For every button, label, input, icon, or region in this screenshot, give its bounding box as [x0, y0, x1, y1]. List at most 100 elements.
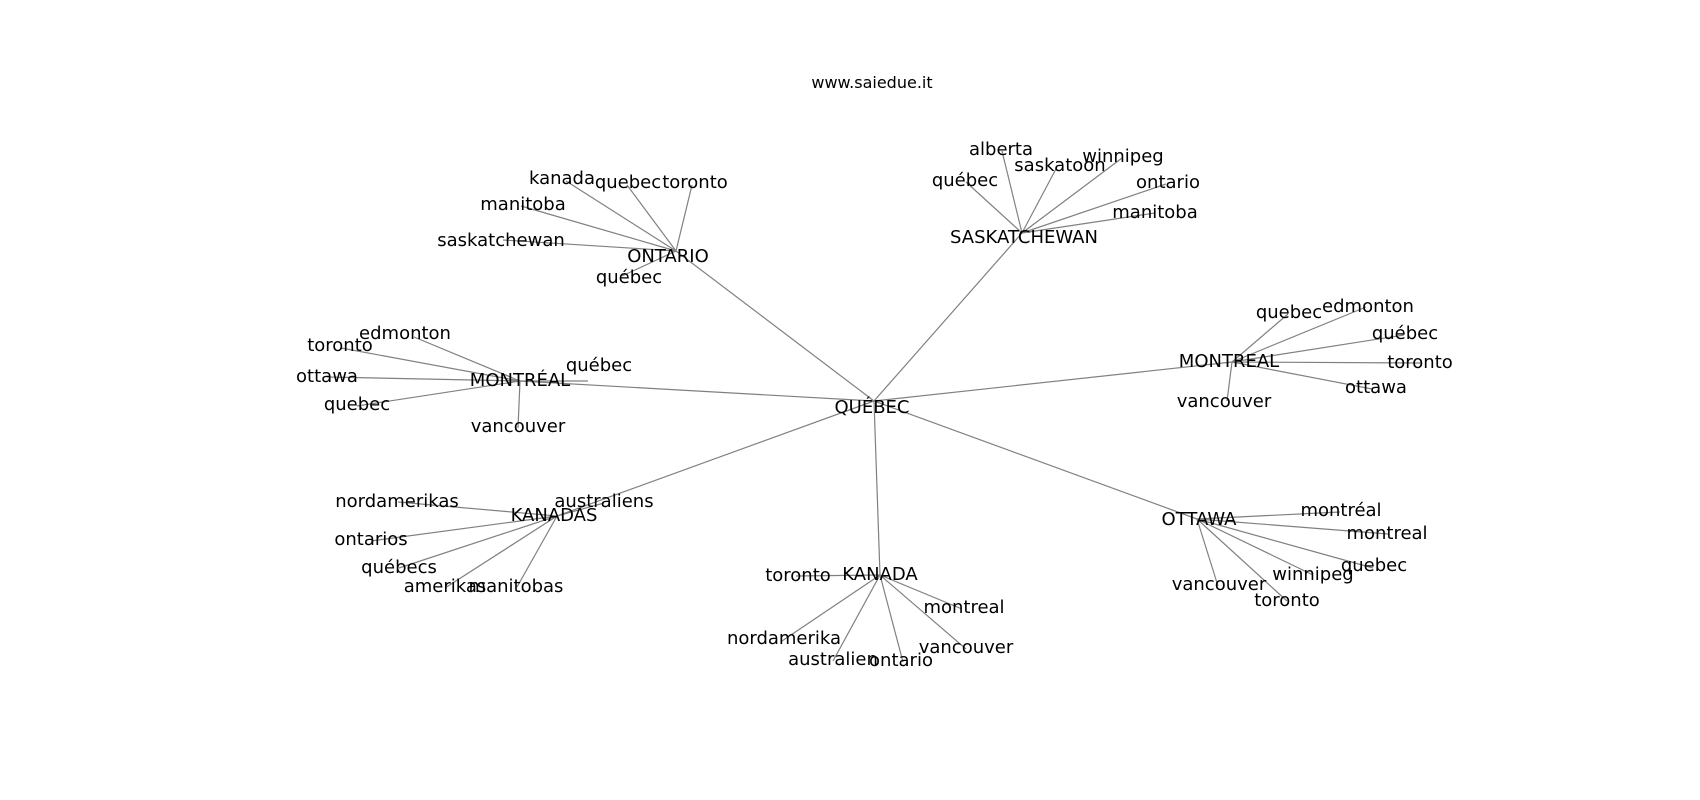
edge-montreal-leaf-0 [1231, 313, 1289, 363]
leaf-label-saskatchewan-ontario: ontario [1136, 172, 1200, 193]
edge-saskatchewan-leaf-5 [1021, 212, 1156, 234]
edge-ontario-leaf-5 [621, 250, 677, 277]
edge-center-to-montreal [873, 361, 1233, 402]
leaf-label-montreal-edmonton: edmonton [1322, 296, 1414, 317]
leaf-label-montreal-ottawa: ottawa [1345, 377, 1407, 398]
leaf-label-saskatchewan-quebec-accent: québec [932, 170, 998, 191]
edge-ottawa-leaf-3 [1196, 518, 1374, 569]
leaf-label-kanada-ontario: ontario [869, 650, 933, 671]
edge-saskatchewan-leaf-4 [1021, 183, 1167, 234]
edge-kanada-leaf-3 [879, 574, 967, 650]
edge-saskatchewan-leaf-2 [1021, 166, 1058, 234]
leaf-label-kanada-toronto: toronto [765, 565, 831, 586]
edge-montreal_accent-leaf-2 [326, 376, 521, 382]
edge-kanadas-leaf-2 [370, 515, 558, 542]
edge-kanadas-leaf-5 [516, 515, 558, 588]
leaf-label-montreal-toronto: toronto [1387, 352, 1453, 373]
leaf-label-kanadas-amerikas: amerikas [404, 576, 487, 597]
hub-label-ottawa: OTTAWA [1162, 509, 1238, 530]
leaf-label-montreal-accent-toronto: toronto [307, 335, 373, 356]
edge-ontario-leaf-3 [520, 205, 677, 252]
leaf-label-ontario-saskatchewan: saskatchewan [437, 230, 565, 251]
leaf-label-kanadas-ontarios: ontarios [334, 529, 407, 550]
leaf-label-montreal-accent-edmonton: edmonton [359, 323, 451, 344]
leaf-label-ontario-quebec: quebec [595, 172, 661, 193]
leaf-label-ottawa-quebec: quebec [1341, 555, 1407, 576]
leaf-label-saskatchewan-winnipeg: winnipeg [1082, 146, 1163, 167]
edge-ottawa-leaf-0 [1196, 511, 1341, 520]
edge-center-to-saskatchewan [873, 232, 1023, 402]
edge-montreal-leaf-2 [1231, 334, 1405, 363]
leaf-label-montreal-accent-vancouver: vancouver [471, 416, 566, 437]
edge-montreal_accent-leaf-3 [356, 380, 521, 407]
edge-saskatchewan-leaf-3 [965, 181, 1023, 234]
edge-montreal-leaf-4 [1231, 361, 1373, 390]
edge-kanadas-leaf-3 [398, 515, 558, 569]
leaf-label-ottawa-toronto: toronto [1254, 590, 1320, 611]
edge-montreal_accent-leaf-4 [517, 380, 521, 429]
edge-saskatchewan-leaf-1 [1021, 157, 1123, 234]
leaf-label-saskatchewan-alberta: alberta [969, 139, 1033, 160]
leaf-label-montreal-quebec-accent: québec [1372, 323, 1438, 344]
leaf-label-kanadas-manitobas: manitobas [469, 576, 564, 597]
edge-kanadas-leaf-1 [556, 502, 605, 517]
edge-kanada-leaf-4 [832, 574, 881, 662]
leaf-label-kanada-vancouver: vancouver [919, 637, 1014, 658]
leaf-label-ottawa-montreal-accent: montréal [1300, 500, 1381, 521]
edge-montreal-leaf-5 [1226, 361, 1233, 402]
leaf-label-ontario-quebec-accent: québec [596, 267, 662, 288]
leaf-label-kanada-montreal: montreal [923, 597, 1004, 618]
hub-label-kanada: KANADA [842, 564, 918, 585]
leaf-label-montreal-accent-quebec: quebec [324, 394, 390, 415]
edge-ontario-leaf-1 [626, 184, 677, 252]
edge-ontario-leaf-4 [502, 239, 677, 252]
leaf-label-saskatchewan-manitoba: manitoba [1112, 202, 1198, 223]
leaf-label-ontario-toronto: toronto [662, 172, 728, 193]
edge-center-to-ottawa [873, 400, 1198, 520]
edge-layer [326, 150, 1422, 663]
leaf-label-kanadas-quebecs: québecs [361, 557, 437, 578]
hub-label-montreal: MONTREAL [1179, 351, 1279, 372]
edge-ottawa-leaf-1 [1196, 518, 1389, 535]
edge-ontario-leaf-0 [565, 180, 677, 252]
edge-center-to-kanada [873, 400, 881, 576]
edge-ottawa-leaf-5 [1196, 518, 1288, 602]
edge-montreal_accent-leaf-1 [340, 347, 521, 382]
leaf-label-montreal-vancouver: vancouver [1177, 391, 1272, 412]
leaf-label-saskatchewan-saskatoon: saskatoon [1014, 155, 1105, 176]
hub-label-kanadas: KANADAS [511, 505, 598, 526]
edge-kanada-leaf-5 [879, 574, 904, 663]
leaf-label-kanada-australien: australien [788, 649, 878, 670]
leaf-label-kanadas-nordamerikas: nordamerikas [335, 491, 459, 512]
edge-kanadas-leaf-4 [444, 515, 558, 589]
leaf-label-kanada-nordamerika: nordamerika [727, 628, 841, 649]
hub-label-montreal-accent: MONTRÉAL [470, 369, 570, 391]
edge-saskatchewan-leaf-0 [1001, 150, 1023, 234]
leaf-label-ottawa-vancouver: vancouver [1172, 574, 1267, 595]
center-node-label: QUÉBEC [834, 396, 909, 418]
edge-center-to-kanadas [556, 400, 875, 517]
leaf-label-montreal-accent-quebec-accent: québec [566, 355, 632, 376]
watermark-text: www.saiedue.it [811, 73, 932, 92]
edge-center-to-ontario [675, 250, 875, 402]
edge-montreal-leaf-1 [1231, 306, 1367, 363]
leaf-label-ontario-manitoba: manitoba [480, 194, 566, 215]
edge-center-to-montreal_accent [519, 380, 875, 402]
leaf-label-montreal-accent-ottawa: ottawa [296, 366, 358, 387]
hub-label-ontario: ONTARIO [627, 246, 709, 267]
leaf-label-ontario-kanada: kanada [529, 168, 595, 189]
edge-kanadas-leaf-0 [397, 501, 558, 517]
edge-kanada-leaf-2 [781, 574, 881, 642]
leaf-label-montreal-quebec: quebec [1256, 302, 1322, 323]
leaf-label-ottawa-winnipeg: winnipeg [1272, 564, 1353, 585]
hub-label-saskatchewan: SASKATCHEWAN [950, 227, 1098, 248]
node-layer: QUÉBEC ONTARIO kanada quebec toronto man… [296, 139, 1453, 671]
edge-montreal_accent-leaf-0 [413, 336, 521, 382]
edge-kanada-leaf-1 [879, 574, 963, 610]
edge-ottawa-leaf-4 [1196, 518, 1219, 587]
edge-kanada-leaf-0 [795, 574, 881, 577]
edge-montreal-leaf-3 [1231, 361, 1422, 364]
leaf-label-kanadas-australiens: australiens [554, 491, 653, 512]
leaf-label-ottawa-montreal: montreal [1346, 523, 1427, 544]
